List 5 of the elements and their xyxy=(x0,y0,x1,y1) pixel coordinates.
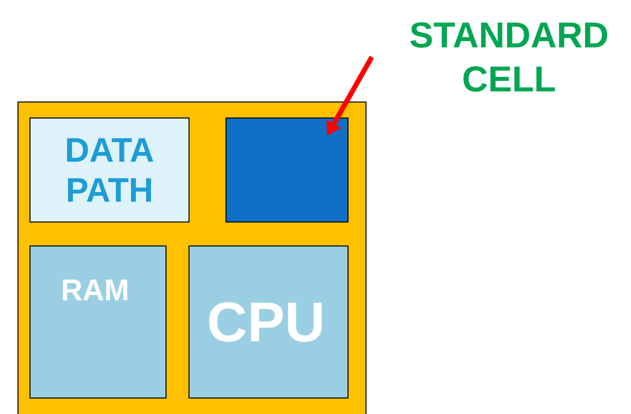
standard-cell-block xyxy=(226,118,348,222)
callout-label: STANDARD CELL xyxy=(410,22,608,92)
ram-block: RAM xyxy=(30,246,166,398)
cpu-block: CPU xyxy=(188,246,348,398)
datapath-block: DATA PATH xyxy=(30,118,190,222)
